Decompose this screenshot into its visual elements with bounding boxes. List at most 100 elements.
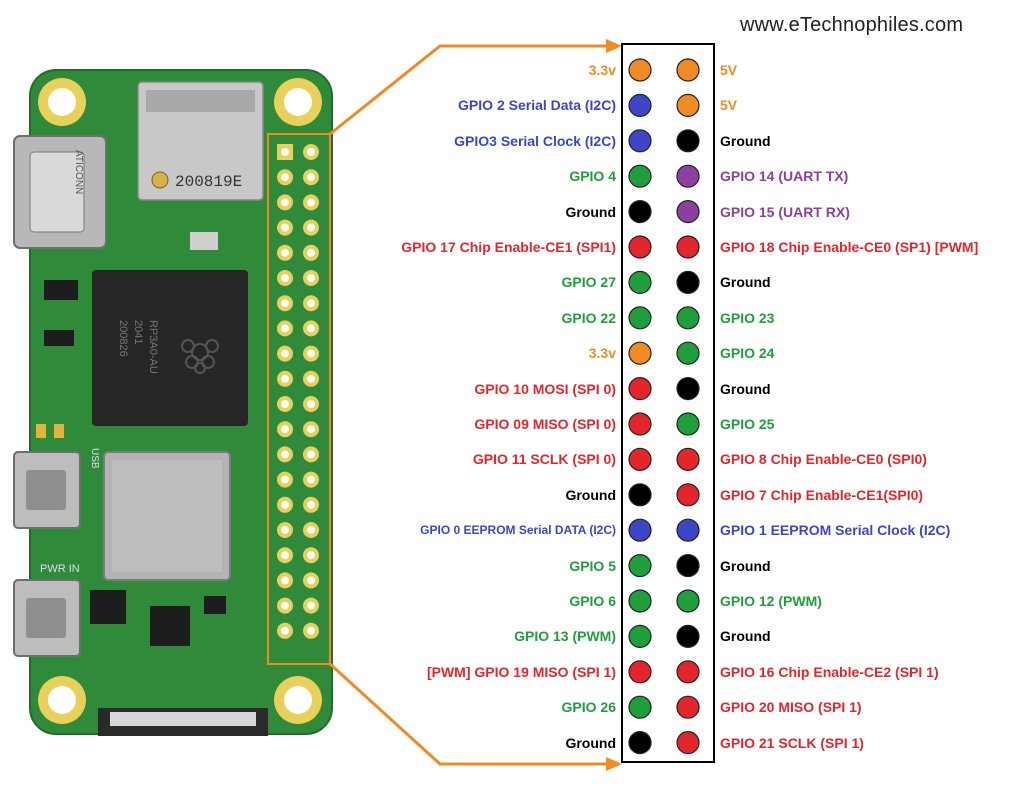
pin-label-left-20: Ground bbox=[565, 734, 616, 751]
pin-label-right-11: GPIO 25 bbox=[720, 416, 775, 432]
pointer-arrows bbox=[328, 44, 610, 766]
pin-circle-left-9 bbox=[628, 341, 652, 365]
top-arrow-line bbox=[329, 44, 610, 136]
header-pad-hole bbox=[281, 223, 289, 232]
usb-port: USB bbox=[13, 448, 100, 529]
pin-circle-left-6 bbox=[628, 235, 652, 259]
header-pad-hole bbox=[307, 299, 315, 308]
pin-label-left-1: 3.3v bbox=[588, 62, 616, 78]
header-pad-hole bbox=[307, 475, 315, 484]
pin-circle-left-16 bbox=[628, 589, 652, 613]
pin-label-right-17: Ground bbox=[720, 628, 771, 645]
power-port-label: PWR IN bbox=[40, 563, 80, 575]
chip-text-batch: 2041 bbox=[132, 320, 144, 344]
component bbox=[44, 330, 74, 346]
pin-circle-left-10 bbox=[628, 377, 652, 401]
pin-label-right-13: GPIO 7 Chip Enable-CE1(SPI0) bbox=[720, 486, 924, 503]
component bbox=[36, 424, 46, 438]
mounting-hole-top-left bbox=[38, 78, 86, 126]
pin-circle-left-4 bbox=[628, 164, 652, 188]
camera-connector bbox=[98, 708, 268, 736]
header-pad-hole bbox=[307, 400, 315, 408]
mounting-hole-top-right bbox=[274, 78, 322, 126]
pin-label-left-9: 3.3v bbox=[588, 345, 616, 362]
pin-label-left-16: GPIO 6 bbox=[569, 593, 616, 609]
header-pad-hole bbox=[281, 601, 289, 610]
pin-circle-right-13 bbox=[676, 483, 700, 507]
header-pad-hole bbox=[281, 374, 289, 383]
header-pad-hole bbox=[281, 425, 289, 434]
header-pad-hole bbox=[307, 198, 315, 207]
header-pad-hole bbox=[307, 450, 315, 459]
component bbox=[90, 590, 126, 624]
header-pad-hole bbox=[281, 173, 289, 182]
pin-circle-right-14 bbox=[676, 518, 700, 542]
component bbox=[54, 424, 64, 438]
pin-circle-right-16 bbox=[676, 589, 700, 613]
pin-label-right-6: GPIO 18 Chip Enable-CE0 (SP1) [PWM] bbox=[720, 239, 979, 255]
pin-label-right-10: Ground bbox=[720, 380, 771, 397]
pin-circle-left-1 bbox=[628, 58, 652, 82]
pin-circle-right-5 bbox=[676, 200, 700, 224]
chip-text-model: RP3A0-AU bbox=[147, 320, 159, 374]
pin-circle-left-14 bbox=[628, 518, 652, 542]
pin-label-left-14: GPIO 0 EEPROM Serial DATA (I2C) bbox=[420, 523, 616, 538]
header-pad-hole bbox=[307, 223, 315, 232]
header-pad-hole bbox=[307, 626, 315, 635]
header-pad-hole bbox=[307, 148, 315, 156]
header-pad-hole bbox=[307, 551, 315, 560]
mounting-hole-bottom-left bbox=[38, 676, 86, 724]
usb-port-label: USB bbox=[89, 448, 100, 469]
pin-circle-right-1 bbox=[676, 58, 700, 82]
pin-circle-left-7 bbox=[628, 270, 652, 294]
pin-label-right-14: GPIO 1 EEPROM Serial Clock (I2C) bbox=[720, 522, 951, 539]
pin-label-right-15: Ground bbox=[720, 557, 771, 574]
pin-label-left-19: GPIO 26 bbox=[561, 699, 616, 716]
gpio-header-highlight bbox=[267, 133, 331, 665]
header-pad-hole bbox=[307, 425, 315, 434]
power-port: PWR IN bbox=[13, 563, 81, 657]
raspberry-logo-icon bbox=[181, 339, 219, 374]
pin-circle-left-20 bbox=[628, 730, 652, 755]
pin-label-left-17: GPIO 13 (PWM) bbox=[514, 628, 616, 645]
header-pad-hole bbox=[281, 576, 289, 585]
header-pad-hole bbox=[281, 299, 289, 308]
pin-label-left-11: GPIO 09 MISO (SPI 0) bbox=[474, 416, 616, 432]
pin-label-left-6: GPIO 17 Chip Enable-CE1 (SPI1) bbox=[401, 239, 616, 255]
pin-circle-right-11 bbox=[676, 412, 700, 436]
gpio-header bbox=[277, 144, 319, 639]
pin-circle-left-5 bbox=[628, 200, 652, 224]
pin-label-left-15: GPIO 5 bbox=[569, 557, 616, 574]
pin-label-right-1: 5V bbox=[720, 62, 738, 78]
header-pad-hole bbox=[281, 626, 289, 635]
bottom-arrow-line bbox=[328, 662, 610, 766]
pin-circle-right-3 bbox=[676, 129, 700, 153]
sd-card-text: 200819E bbox=[175, 173, 242, 191]
pin-label-right-4: GPIO 14 (UART TX) bbox=[720, 168, 849, 185]
header-pad-hole bbox=[281, 526, 289, 534]
pin-circle-right-17 bbox=[676, 624, 700, 649]
header-pad-hole bbox=[307, 324, 315, 333]
header-pad-hole bbox=[307, 601, 315, 610]
component bbox=[204, 596, 226, 614]
pin-circle-left-3 bbox=[628, 129, 652, 153]
pin-circle-left-15 bbox=[628, 553, 652, 578]
component bbox=[44, 280, 78, 300]
mounting-hole-bottom-right bbox=[274, 676, 322, 724]
header-pad-hole bbox=[281, 400, 289, 408]
pin-label-right-2: 5V bbox=[720, 97, 738, 114]
component bbox=[150, 606, 190, 646]
pin-label-left-12: GPIO 11 SCLK (SPI 0) bbox=[472, 451, 616, 468]
header-pad-hole bbox=[307, 374, 315, 383]
sd-card-slot: 200819E bbox=[137, 81, 264, 201]
pin-circle-right-12 bbox=[676, 447, 700, 471]
header-pad-hole bbox=[281, 475, 289, 484]
pin-circle-right-19 bbox=[676, 695, 700, 719]
pin-label-right-20: GPIO 21 SCLK (SPI 1) bbox=[720, 734, 864, 751]
pin-label-left-4: GPIO 4 bbox=[569, 168, 616, 185]
header-pad-hole bbox=[307, 248, 315, 257]
pin-circle-left-19 bbox=[628, 695, 652, 719]
pin-circle-left-2 bbox=[628, 93, 652, 118]
pinout-box bbox=[621, 43, 715, 763]
